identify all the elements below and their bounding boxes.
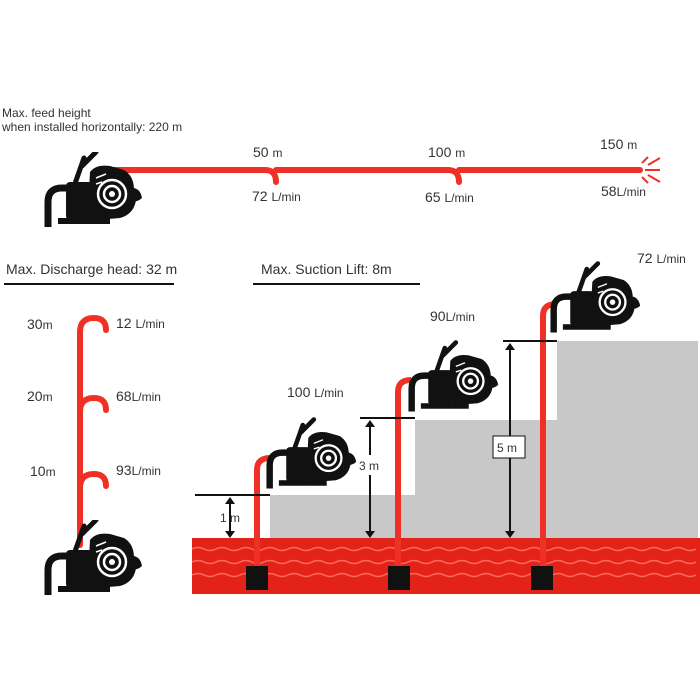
svg-text:12 L/min: 12 L/min <box>116 315 165 331</box>
horizontal-point-150: 150 m 58L/min <box>600 136 646 199</box>
svg-text:93L/min: 93L/min <box>116 462 161 478</box>
svg-text:72 L/min: 72 L/min <box>252 188 301 204</box>
svg-text:68L/min: 68L/min <box>116 388 161 404</box>
svg-text:10m: 10m <box>30 463 56 479</box>
lift-label-2-bg <box>357 455 383 475</box>
strainer-3 <box>531 566 553 590</box>
discharge-point-30: 30m 12 L/min <box>27 315 165 332</box>
svg-text:30m: 30m <box>27 316 53 332</box>
water-surface <box>191 538 700 594</box>
svg-text:100 m: 100 m <box>428 144 465 160</box>
horizontal-point-50: 50 m 72 L/min <box>252 144 301 204</box>
pump-icon-vertical <box>48 520 142 595</box>
discharge-point-10: 10m 93L/min <box>30 462 161 479</box>
horizontal-hose <box>97 167 643 185</box>
staircase-ground <box>270 341 698 540</box>
pump-icon-step-1 <box>270 420 356 489</box>
suction-flow-2: 90L/min <box>430 308 475 324</box>
discharge-point-20: 20m 68L/min <box>27 388 161 404</box>
discharge-title: Max. Discharge head: 32 m <box>6 261 177 277</box>
horizontal-note-line1: Max. feed height <box>2 106 91 120</box>
suction-flow-3: 72 L/min <box>637 250 686 266</box>
lift-label-1: 1 m <box>220 511 240 525</box>
svg-text:65 L/min: 65 L/min <box>425 189 474 205</box>
pump-icon-step-2 <box>412 343 498 412</box>
lift-label-2: 3 m <box>359 459 379 473</box>
svg-text:50 m: 50 m <box>253 144 282 160</box>
pump-icon-horizontal <box>48 152 142 227</box>
horizontal-note-line2: when installed horizontally: 220 m <box>1 120 182 134</box>
vertical-hose <box>77 314 109 548</box>
suction-title: Max. Suction Lift: 8m <box>261 261 392 277</box>
spray-nozzle-icon <box>641 156 661 184</box>
suction-flow-1: 100 L/min <box>287 384 344 400</box>
strainer-2 <box>388 566 410 590</box>
svg-text:20m: 20m <box>27 388 53 404</box>
svg-text:58L/min: 58L/min <box>601 183 646 199</box>
svg-text:150 m: 150 m <box>600 136 637 152</box>
lift-label-3: 5 m <box>497 441 517 455</box>
pump-icon-step-3 <box>554 264 640 333</box>
lift-label-3-bg <box>492 435 526 459</box>
strainer-1 <box>246 566 268 590</box>
dimension-arrows <box>225 343 515 538</box>
horizontal-point-100: 100 m 65 L/min <box>425 144 474 205</box>
